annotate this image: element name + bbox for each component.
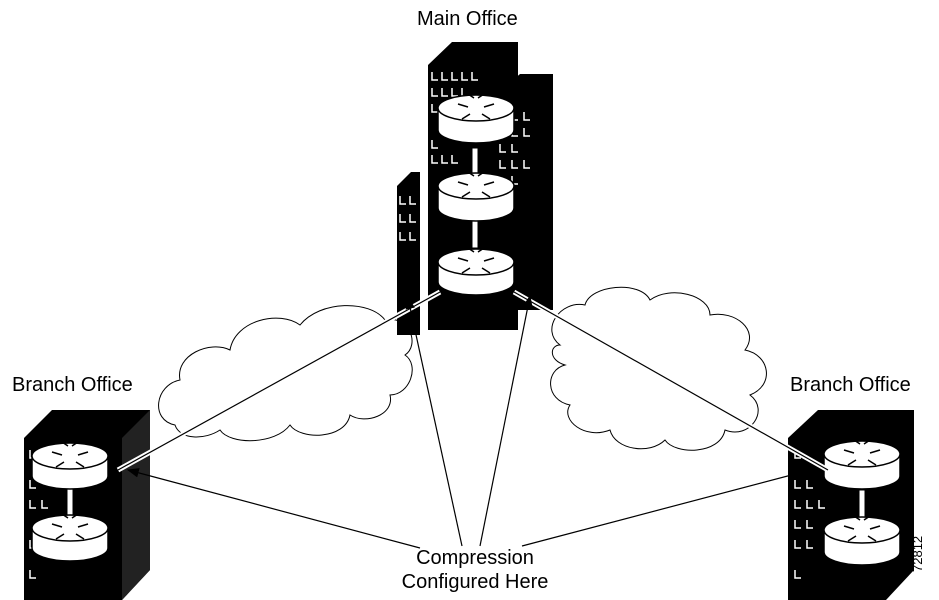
arrow-to-main-right [479, 294, 533, 547]
arrow-to-right-branch [521, 466, 820, 547]
wan-cloud-left-icon [158, 305, 413, 442]
branch-office-right-label: Branch Office [790, 374, 911, 396]
compression-note-line1: Compression [416, 547, 534, 569]
wan-cloud-right-icon [550, 286, 767, 451]
branch-right-router-1-icon [823, 439, 901, 490]
arrow-to-left-branch [126, 468, 421, 549]
main-office-label: Main Office [417, 8, 518, 30]
main-router-3-icon [437, 247, 515, 296]
compression-note-line2: Configured Here [401, 571, 549, 593]
figure-id: 72812 [910, 535, 925, 572]
wan-link-left-core [117, 291, 441, 471]
branch-right-building-icon [788, 410, 914, 600]
branch-left-router-1-icon [31, 441, 109, 490]
main-router-1-icon [437, 93, 515, 144]
arrow-to-main-left [405, 296, 463, 547]
compression-note: Compression Configured Here [355, 546, 595, 594]
branch-left-router-2-icon [31, 513, 109, 562]
wan-link-right-core [513, 291, 829, 471]
branch-office-left-label: Branch Office [12, 374, 133, 396]
branch-left-building-icon [24, 410, 150, 600]
branch-right-router-2-icon [823, 515, 901, 566]
main-router-2-icon [437, 171, 515, 222]
